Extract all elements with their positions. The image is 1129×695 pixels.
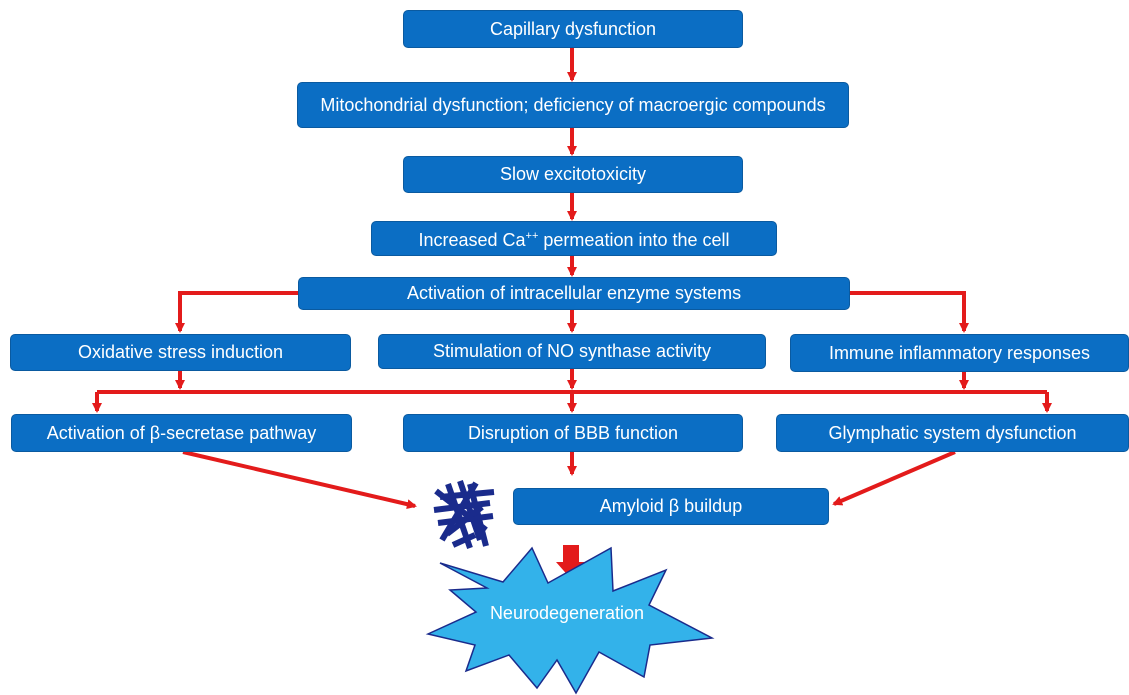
node-slow-excitotoxicity: Slow excitotoxicity [403,156,743,193]
node-oxidative-stress: Oxidative stress induction [10,334,351,371]
node-bbb-disruption: Disruption of BBB function [403,414,743,452]
node-immune-inflammatory: Immune inflammatory responses [790,334,1129,372]
node-label: Activation of β-secretase pathway [46,422,317,443]
node-enzyme-activation: Activation of intracellular enzyme syste… [298,277,850,310]
node-label: Amyloid β buildup [599,496,743,516]
amyloid-plaque-icon [433,480,495,549]
arrow-secretase-to-plaque [182,450,417,510]
calcium-prefix: Increased Ca [418,230,526,250]
calcium-suffix: permeation into the cell [538,230,730,250]
node-label: Capillary dysfunction [489,18,657,39]
node-label: Oxidative stress induction [77,342,284,362]
arrow-enzyme-to-immune [850,291,969,333]
node-label: Stimulation of NO synthase activity [432,341,712,361]
node-label: Glymphatic system dysfunction [828,422,1077,443]
calcium-superscript: ++ [525,230,539,242]
node-label: Slow excitotoxicity [499,164,647,184]
node-beta-secretase: Activation of β-secretase pathway [11,414,352,452]
node-label: Mitochondrial dysfunction; deficiency of… [320,94,826,115]
neurodegeneration-label: Neurodegeneration [489,603,645,623]
node-mitochondrial-dysfunction: Mitochondrial dysfunction; deficiency of… [297,82,849,128]
node-label: Disruption of BBB function [467,422,679,443]
neurodegeneration-burst [425,546,715,695]
node-label: Immune inflammatory responses [828,342,1091,363]
arrow-glymphatic-to-amyloid [832,450,956,506]
node-amyloid-buildup: Amyloid β buildup [513,488,829,525]
node-label: Increased Ca++ permeation into the cell [418,226,729,251]
node-capillary-dysfunction: Capillary dysfunction [403,10,743,48]
node-glymphatic-dysfunction: Glymphatic system dysfunction [776,414,1129,452]
node-calcium-permeation: Increased Ca++ permeation into the cell [371,221,777,256]
node-no-synthase: Stimulation of NO synthase activity [378,334,766,369]
arrow-enzyme-to-oxidative [175,291,298,333]
node-label: Activation of intracellular enzyme syste… [406,283,742,303]
